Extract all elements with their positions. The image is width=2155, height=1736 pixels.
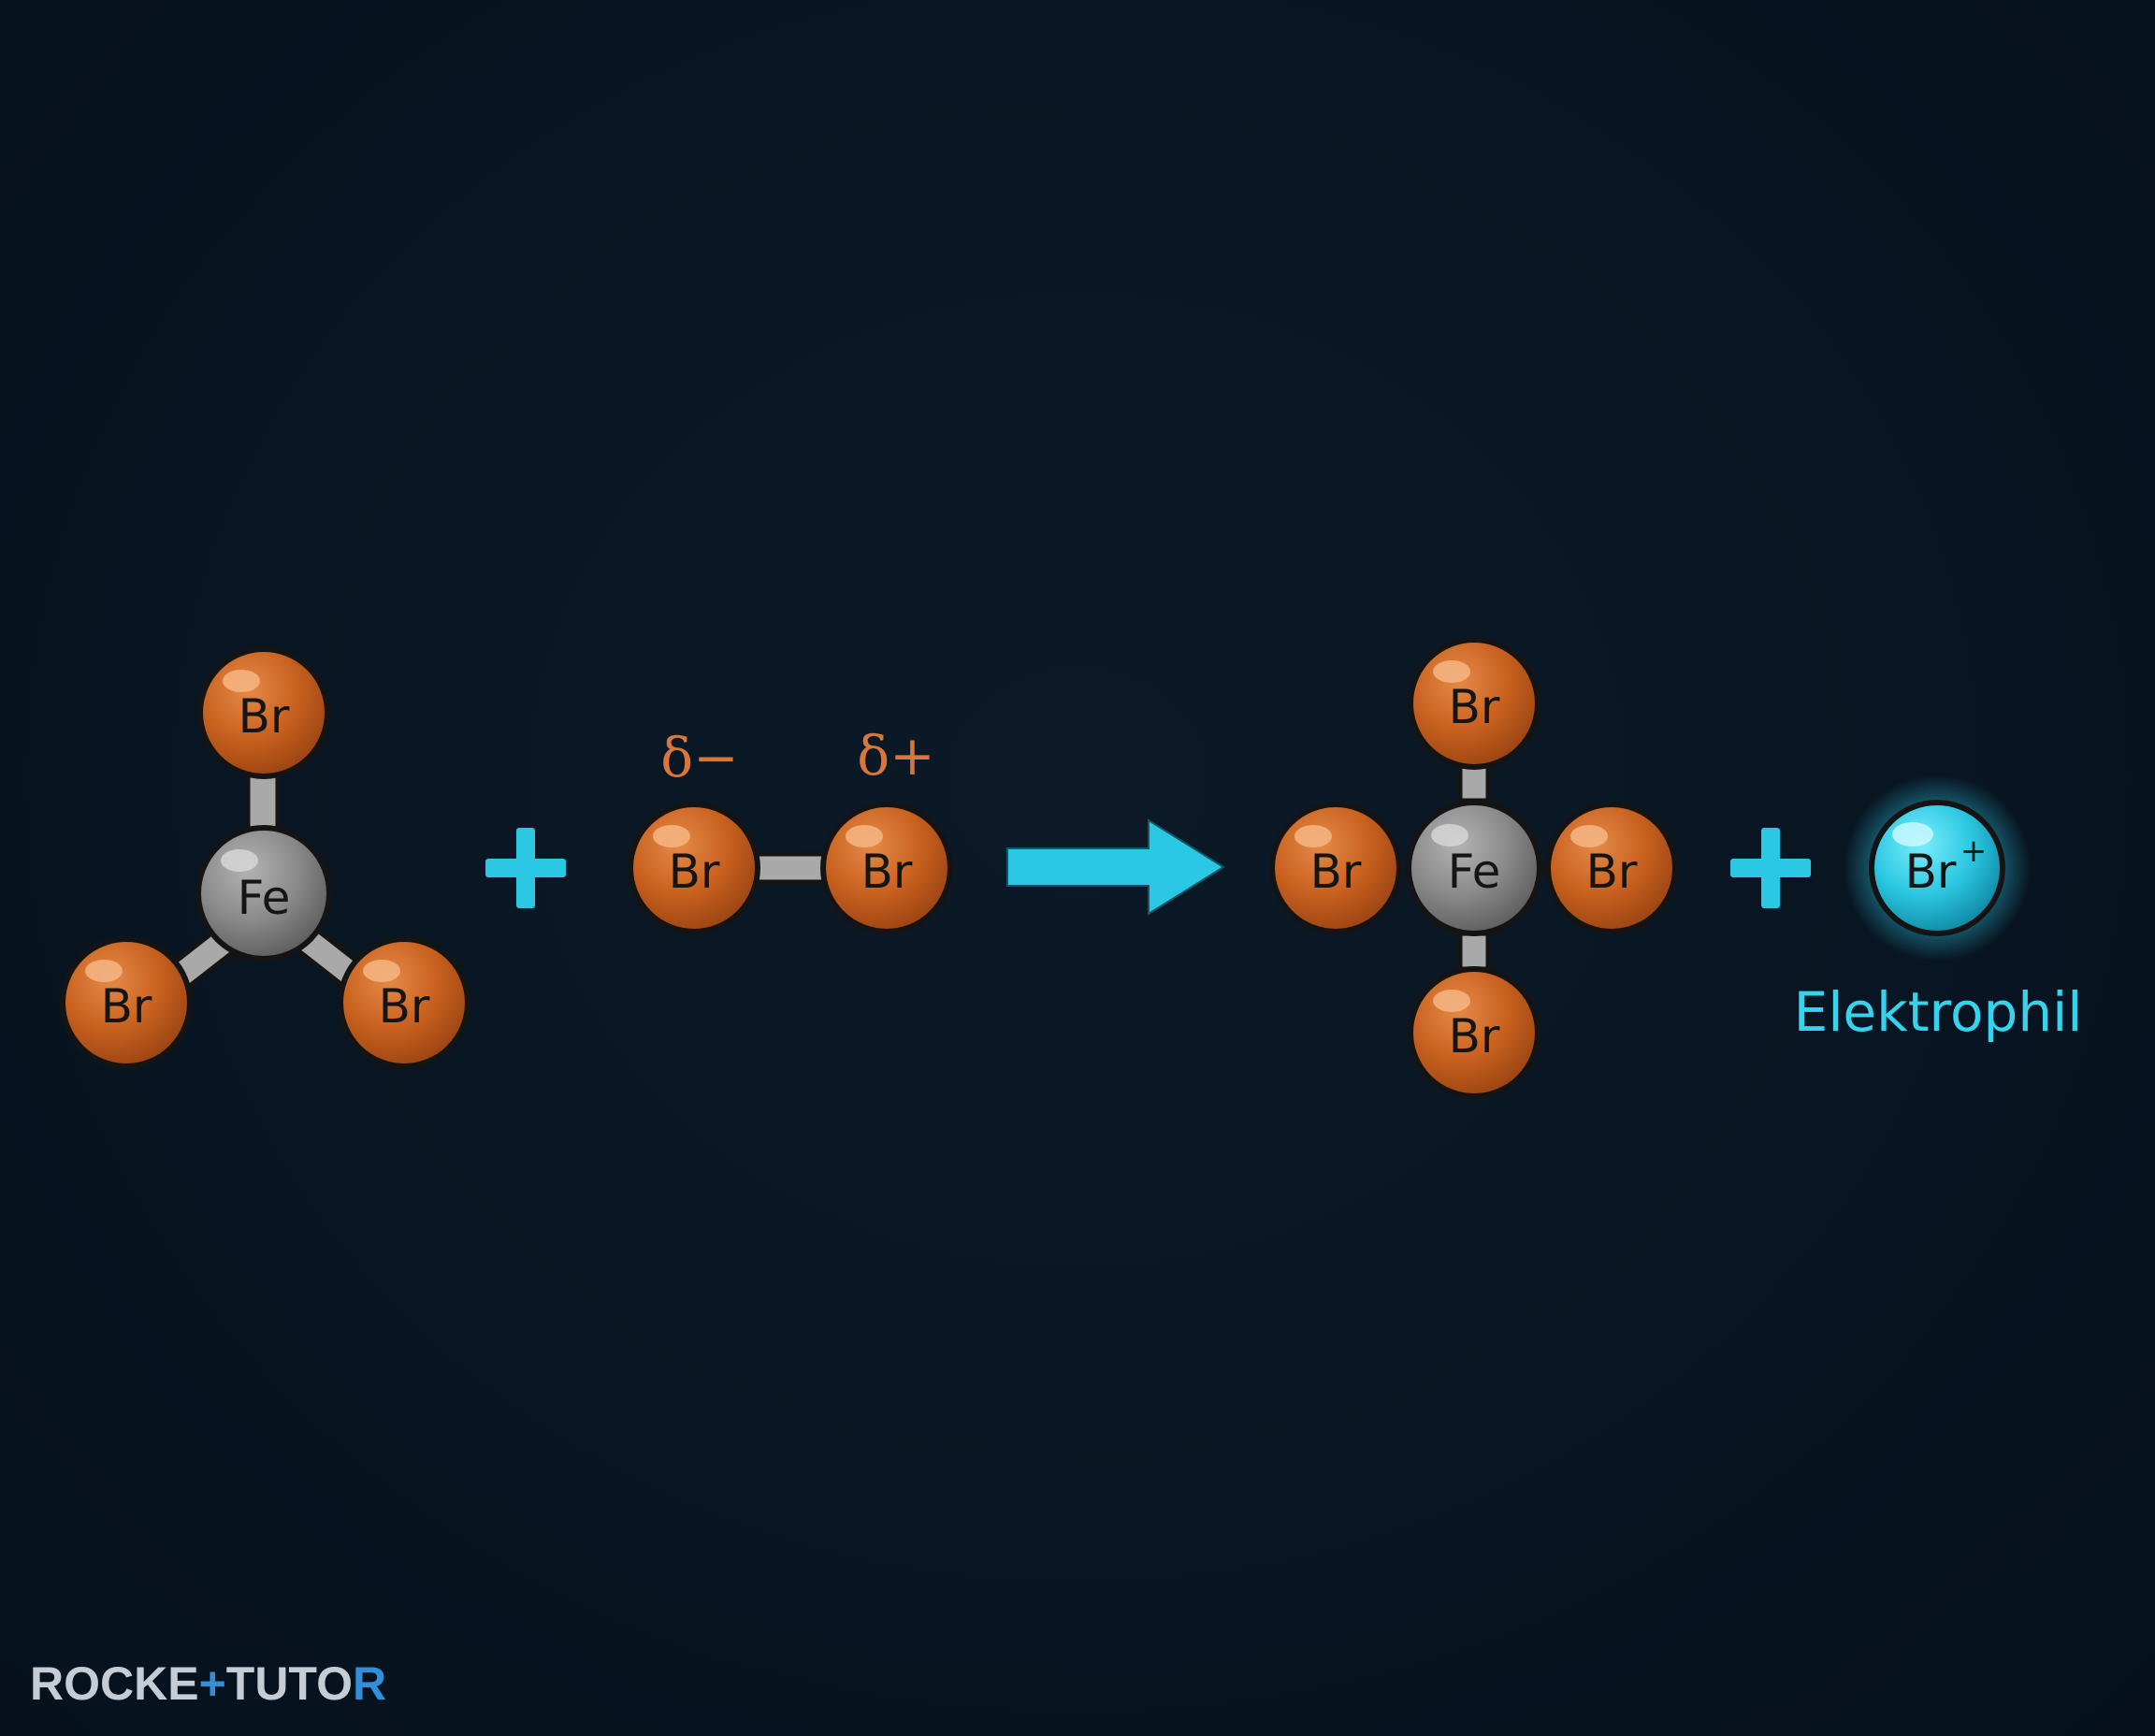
bromine-atom: Br <box>197 646 330 779</box>
atom-label: Br <box>1310 845 1362 899</box>
atom-label: Br <box>1586 845 1638 899</box>
atom-label: Br <box>669 845 720 899</box>
atom-label: Br <box>861 845 913 899</box>
bond <box>1457 762 1491 803</box>
bromine-atom: Br <box>1408 637 1540 770</box>
atom-label: Br <box>379 979 430 1034</box>
partial-positive-charge: δ+ <box>857 724 935 788</box>
bond <box>1457 931 1491 972</box>
bromine-atom: Br <box>1269 802 1402 934</box>
positive-charge: + <box>1960 832 1988 870</box>
bromonium-ion: Br + <box>1844 774 2031 962</box>
atom-label: Br <box>1449 680 1500 734</box>
febr4-complex: Br Br Br Br Fe <box>1269 637 1678 1099</box>
bromine-atom: Br <box>338 936 470 1069</box>
atom-label: Fe <box>238 871 291 925</box>
bromine-atom: Br <box>60 936 193 1069</box>
atom-label: Br <box>1905 845 1957 899</box>
febr3-molecule: Br Fe Br Br <box>60 646 470 1069</box>
bromine-atom: Br <box>1545 802 1678 934</box>
partial-negative-charge: δ− <box>660 726 739 789</box>
iron-atom: Fe <box>1406 800 1542 936</box>
atom-label: Br <box>239 689 290 744</box>
bromine-atom: Br <box>628 802 760 934</box>
reaction-arrow-icon <box>1006 818 1225 916</box>
rockettutor-logo: ROCKE+TUTOR <box>30 1657 386 1710</box>
iron-atom: Fe <box>195 825 332 962</box>
atom-label: Fe <box>1448 845 1501 899</box>
plus-sign <box>485 828 566 908</box>
logo-wordmark: ROCKE+TUTOR <box>30 1657 386 1710</box>
atom-label: Br <box>1449 1009 1500 1063</box>
bond <box>750 851 832 885</box>
electrophile-caption: Elektrophil <box>1794 980 2083 1044</box>
plus-sign <box>1730 828 1811 908</box>
bromine-atom: Br <box>1408 966 1540 1099</box>
bromine-atom: Br <box>820 802 953 934</box>
br2-molecule: Br Br δ− δ+ <box>628 724 953 934</box>
atom-label: Br <box>101 979 152 1034</box>
